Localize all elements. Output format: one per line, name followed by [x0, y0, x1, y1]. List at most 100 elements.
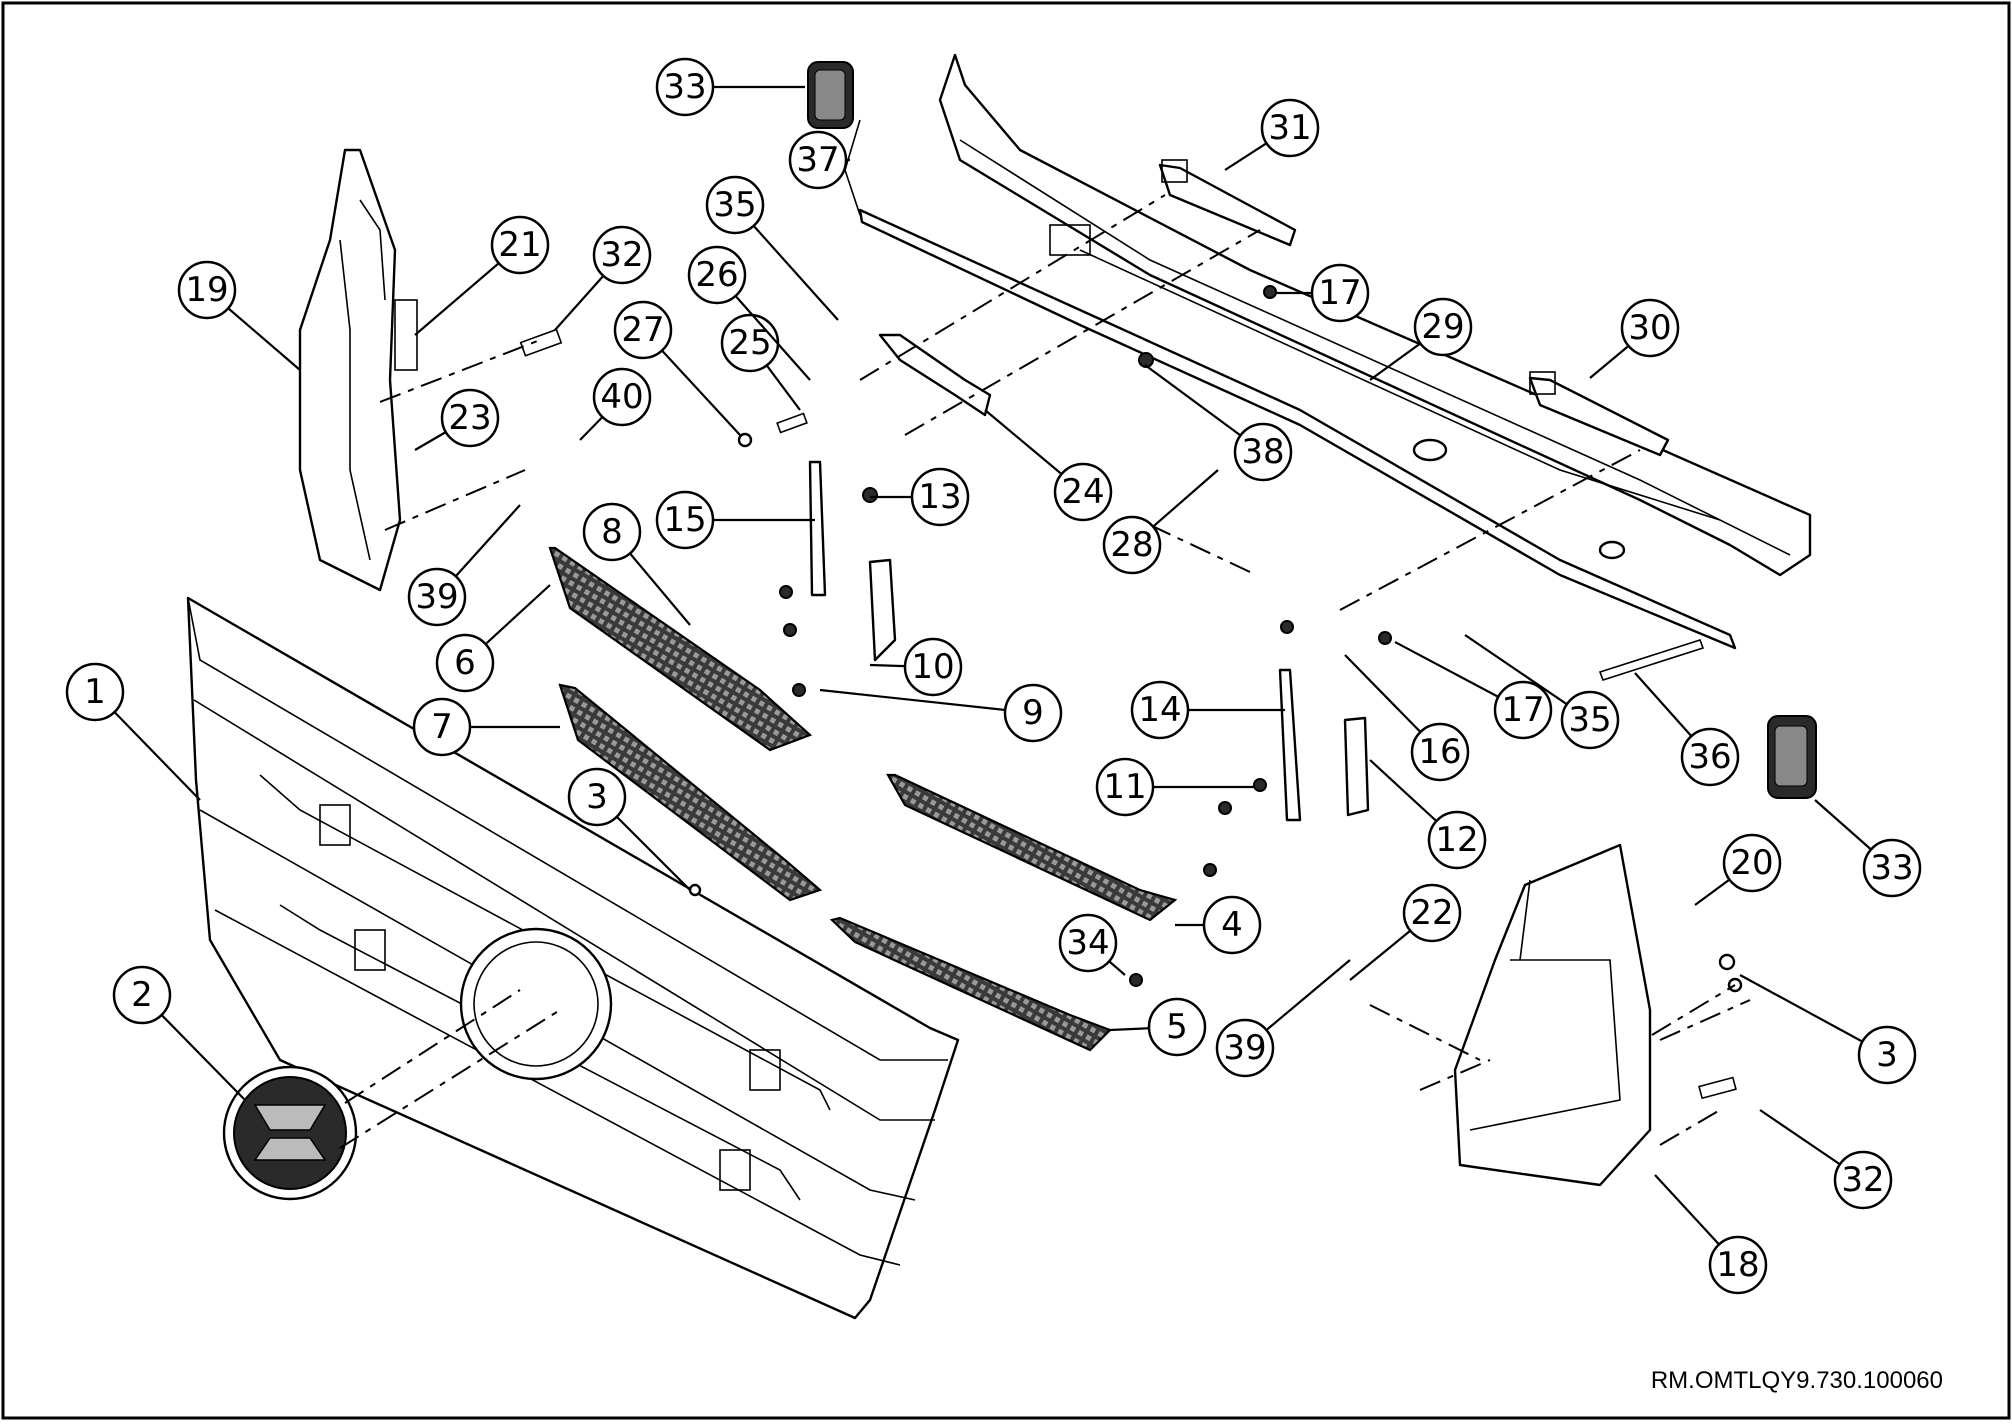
callout-20: 20: [1694, 833, 1782, 906]
callout-label: 38: [1241, 432, 1284, 472]
callout-26: 26: [687, 245, 811, 381]
reference-code: RM.OMTLQY9.730.100060: [1651, 1367, 1943, 1394]
part-mesh-grille-4: [886, 773, 1178, 922]
callout-circle: [1053, 462, 1113, 522]
callout-circle: [1003, 683, 1063, 743]
callout-circle: [567, 767, 627, 827]
callout-11: 11: [1095, 757, 1255, 817]
callout-1: 1: [65, 662, 201, 801]
callout-circle: [1427, 810, 1487, 870]
callout-circle: [177, 260, 237, 320]
callout-circle: [1233, 422, 1293, 482]
part-side-lamp-left: [807, 61, 854, 129]
callout-19: 19: [177, 260, 301, 371]
alignment-lines: [339, 194, 1751, 1149]
callout-label: 27: [621, 310, 664, 350]
callout-label: 4: [1221, 905, 1243, 945]
callout-label: 34: [1066, 923, 1109, 963]
part-bracket-10: [868, 558, 897, 662]
part-bracket-14: [1278, 668, 1302, 822]
callout-2: 2: [112, 965, 246, 1101]
callout-label: 2: [131, 975, 153, 1015]
part-emblem: [222, 1065, 358, 1201]
callout-circle: [1410, 722, 1470, 782]
callout-label: 30: [1628, 308, 1671, 348]
callout-circle: [490, 215, 550, 275]
callout-27: 27: [613, 300, 741, 436]
callout-circle: [1310, 263, 1370, 323]
callout-28: 28: [1102, 469, 1219, 575]
callout-4: 4: [1175, 895, 1262, 955]
callout-34: 34: [1058, 913, 1126, 976]
callout-label: 17: [1318, 273, 1361, 313]
callout-circle: [412, 697, 472, 757]
callout-circle: [1260, 98, 1320, 158]
callout-label: 21: [498, 225, 541, 265]
callout-circle: [435, 633, 495, 693]
part-mesh-grille-7: [558, 683, 823, 902]
callout-23: 23: [414, 388, 500, 451]
callout-label: 11: [1103, 767, 1146, 807]
callout-35: 35: [1464, 634, 1620, 750]
callout-3: 3: [567, 767, 691, 891]
hardware-fasteners: [519, 285, 1743, 1100]
callout-circle: [655, 490, 715, 550]
callout-label: 19: [185, 270, 228, 310]
callout-label: 28: [1110, 525, 1153, 565]
part-thin-strip: [844, 119, 861, 216]
callout-circle: [440, 388, 500, 448]
callout-circle: [1413, 297, 1473, 357]
callout-label: 40: [600, 377, 643, 417]
callout-35: 35: [705, 175, 839, 321]
callout-label: 14: [1138, 690, 1181, 730]
callout-circle: [687, 245, 747, 305]
part-front-grille: [186, 596, 960, 1320]
callout-circle: [65, 662, 125, 722]
callout-label: 12: [1435, 820, 1478, 860]
callout-label: 36: [1688, 737, 1731, 777]
callout-32: 32: [1759, 1109, 1893, 1210]
callout-label: 39: [1223, 1028, 1266, 1068]
part-mesh-grille-6: [548, 546, 813, 752]
callout-circle: [592, 367, 652, 427]
callout-label: 31: [1268, 108, 1311, 148]
callout-12: 12: [1369, 759, 1487, 870]
callout-25: 25: [720, 313, 801, 411]
callout-label: 33: [663, 67, 706, 107]
callout-6: 6: [435, 584, 551, 693]
callout-circle: [582, 502, 642, 562]
callout-32: 32: [554, 225, 652, 331]
callout-37: 37: [788, 130, 850, 190]
callout-circle: [592, 225, 652, 285]
callout-circle: [788, 130, 848, 190]
callout-5: 5: [1109, 997, 1207, 1057]
callout-label: 35: [1568, 700, 1611, 740]
callout-label: 16: [1418, 732, 1461, 772]
callout-label: 24: [1061, 472, 1104, 512]
part-bracket-24: [878, 333, 992, 417]
callout-circle: [705, 175, 765, 235]
callout-label: 15: [663, 500, 706, 540]
part-bracket-30: [1528, 371, 1670, 457]
part-bracket-15: [808, 460, 827, 597]
part-lower-strip: [858, 208, 1737, 650]
callout-38: 38: [1144, 364, 1293, 482]
callout-leader: [819, 688, 1034, 715]
callout-label: 32: [1841, 1160, 1884, 1200]
callout-9: 9: [819, 683, 1063, 743]
callout-label: 5: [1166, 1007, 1188, 1047]
callout-31: 31: [1224, 98, 1320, 171]
callout-circle: [1708, 1235, 1768, 1295]
callout-circle: [910, 467, 970, 527]
callout-33: 33: [655, 57, 805, 117]
callout-15: 15: [655, 490, 815, 550]
callout-circle: [407, 567, 467, 627]
callouts: 1233456789101112131415161717181920212223…: [65, 57, 1922, 1295]
callout-22: 22: [1349, 883, 1462, 981]
callout-circle: [1857, 1025, 1917, 1085]
callout-33: 33: [1814, 799, 1922, 898]
callout-circle: [112, 965, 172, 1025]
part-right-side-panel: [1453, 843, 1652, 1187]
